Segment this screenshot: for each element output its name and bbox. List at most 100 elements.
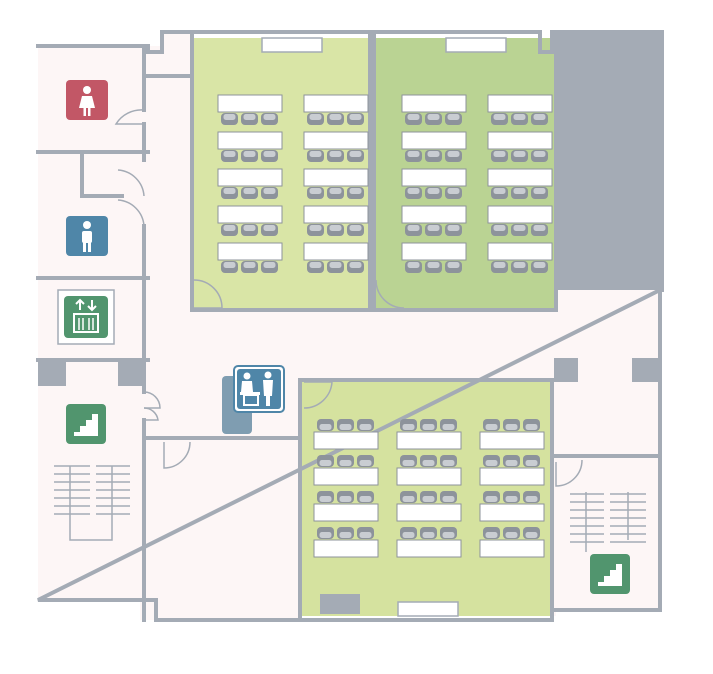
chair	[420, 527, 437, 539]
chair	[347, 150, 364, 162]
chair	[445, 150, 462, 162]
desk	[313, 467, 379, 486]
chair	[261, 150, 278, 162]
stair-treads	[54, 465, 646, 552]
chair	[491, 187, 508, 199]
reception-desk-icon	[240, 371, 273, 406]
desk	[487, 131, 553, 150]
desk-unit	[217, 168, 283, 187]
chair	[317, 491, 334, 503]
chair	[307, 187, 324, 199]
desk	[479, 539, 545, 558]
chair	[491, 150, 508, 162]
chair	[445, 187, 462, 199]
chair	[445, 113, 462, 125]
chair	[307, 224, 324, 236]
chair	[420, 419, 437, 431]
chair	[483, 527, 500, 539]
chair	[261, 187, 278, 199]
chair	[523, 419, 540, 431]
desk	[401, 168, 467, 187]
chair	[511, 150, 528, 162]
chair	[440, 491, 457, 503]
chair	[241, 224, 258, 236]
chair	[261, 113, 278, 125]
chair	[400, 527, 417, 539]
man-figure-icon	[82, 221, 92, 252]
women-restroom-sign	[66, 80, 108, 120]
desk	[303, 131, 369, 150]
chair	[327, 224, 344, 236]
chair	[440, 455, 457, 467]
chair	[327, 113, 344, 125]
desk	[487, 168, 553, 187]
desk-unit	[303, 242, 369, 261]
woman-figure-icon	[79, 86, 95, 116]
chair	[347, 113, 364, 125]
desk-unit	[217, 242, 283, 261]
desk-unit	[217, 205, 283, 224]
chair	[317, 419, 334, 431]
desk	[313, 539, 379, 558]
chair	[491, 261, 508, 273]
desk	[217, 168, 283, 187]
door-swings	[114, 109, 583, 487]
desk	[487, 242, 553, 261]
room-c-cabinet	[320, 594, 360, 614]
desk-unit	[487, 168, 553, 187]
desk	[401, 242, 467, 261]
desk-unit	[479, 539, 545, 558]
desk	[303, 205, 369, 224]
chair	[347, 187, 364, 199]
chair	[503, 455, 520, 467]
chair	[531, 261, 548, 273]
chair	[357, 455, 374, 467]
desk	[396, 503, 462, 522]
desk	[487, 94, 553, 113]
chair	[531, 113, 548, 125]
desk	[313, 431, 379, 450]
desk	[303, 94, 369, 113]
chair	[425, 224, 442, 236]
chair	[483, 491, 500, 503]
chair	[337, 419, 354, 431]
whiteboards	[261, 37, 507, 617]
reception-sign	[222, 365, 285, 434]
chair	[400, 419, 417, 431]
chair	[241, 150, 258, 162]
chair	[420, 491, 437, 503]
chair	[261, 261, 278, 273]
stairs-west-sign	[66, 404, 106, 444]
chair	[241, 113, 258, 125]
chair	[425, 113, 442, 125]
desk-unit	[396, 431, 462, 450]
chair	[400, 491, 417, 503]
desk-unit	[401, 94, 467, 113]
desk-unit	[313, 467, 379, 486]
desk	[303, 242, 369, 261]
desk-unit	[303, 168, 369, 187]
chair	[405, 187, 422, 199]
desk	[401, 131, 467, 150]
chair	[511, 187, 528, 199]
desk-unit	[487, 242, 553, 261]
chair	[523, 455, 540, 467]
pillars	[38, 358, 660, 386]
desk	[487, 205, 553, 224]
chair	[420, 455, 437, 467]
chair	[337, 491, 354, 503]
chair	[317, 455, 334, 467]
chair	[307, 150, 324, 162]
chair	[523, 527, 540, 539]
chair	[327, 150, 344, 162]
desk	[396, 431, 462, 450]
chair	[491, 113, 508, 125]
desk	[479, 467, 545, 486]
chair	[357, 527, 374, 539]
desk-unit	[303, 205, 369, 224]
desk-unit	[401, 168, 467, 187]
desk	[303, 168, 369, 187]
elevator-sign	[57, 289, 115, 345]
chair	[440, 419, 457, 431]
